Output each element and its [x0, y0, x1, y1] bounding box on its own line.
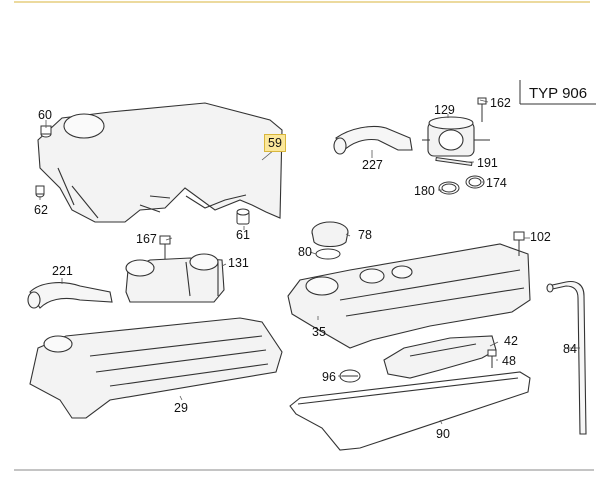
callout-84[interactable]: 84: [563, 342, 577, 356]
separator-129: [422, 116, 490, 157]
callout-180[interactable]: 180: [414, 184, 435, 198]
bolt-162: [477, 97, 487, 122]
model-type-label: TYP 906: [529, 85, 588, 102]
callout-221[interactable]: 221: [52, 264, 73, 278]
seal-80: [315, 248, 341, 260]
oring-174: [465, 175, 485, 189]
callout-59[interactable]: 59: [264, 134, 286, 152]
valve-131: [125, 253, 225, 303]
callout-90[interactable]: 90: [436, 427, 450, 441]
callout-35[interactable]: 35: [312, 325, 326, 339]
gasket-90: [289, 371, 531, 451]
callout-174[interactable]: 174: [486, 176, 507, 190]
callout-131[interactable]: 131: [228, 256, 249, 270]
callout-60[interactable]: 60: [38, 108, 52, 122]
callout-162[interactable]: 162: [490, 96, 511, 110]
leader-lines: [39, 99, 580, 425]
baffle-42: [383, 335, 497, 379]
grommet-61: [236, 208, 250, 225]
callout-78[interactable]: 78: [358, 228, 372, 242]
cylinder-head-cover-35: [287, 243, 531, 349]
clip-96: [339, 369, 361, 383]
bolt-167: [159, 235, 171, 262]
callout-42[interactable]: 42: [504, 334, 518, 348]
bolt-62: [35, 185, 45, 198]
callout-29[interactable]: 29: [174, 401, 188, 415]
bolt-102: [513, 231, 525, 256]
engine-cover-part: [37, 102, 283, 223]
valve-cover-29: [29, 317, 283, 419]
callout-191[interactable]: 191: [477, 156, 498, 170]
filler-cap-78: [311, 221, 349, 248]
callout-80[interactable]: 80: [298, 245, 312, 259]
bolt-60: [40, 125, 52, 138]
callout-48[interactable]: 48: [502, 354, 516, 368]
rod-191: [435, 156, 473, 167]
breather-hose-227: [333, 125, 413, 155]
callout-96[interactable]: 96: [322, 370, 336, 384]
tube-84: [546, 280, 587, 435]
oring-180: [438, 181, 460, 195]
callout-61[interactable]: 61: [236, 228, 250, 242]
hose-221: [27, 282, 113, 309]
callout-62[interactable]: 62: [34, 203, 48, 217]
bolt-48: [487, 349, 497, 368]
callout-167[interactable]: 167: [136, 232, 157, 246]
callout-227[interactable]: 227: [362, 158, 383, 172]
callout-129[interactable]: 129: [434, 103, 455, 117]
callout-102[interactable]: 102: [530, 230, 551, 244]
